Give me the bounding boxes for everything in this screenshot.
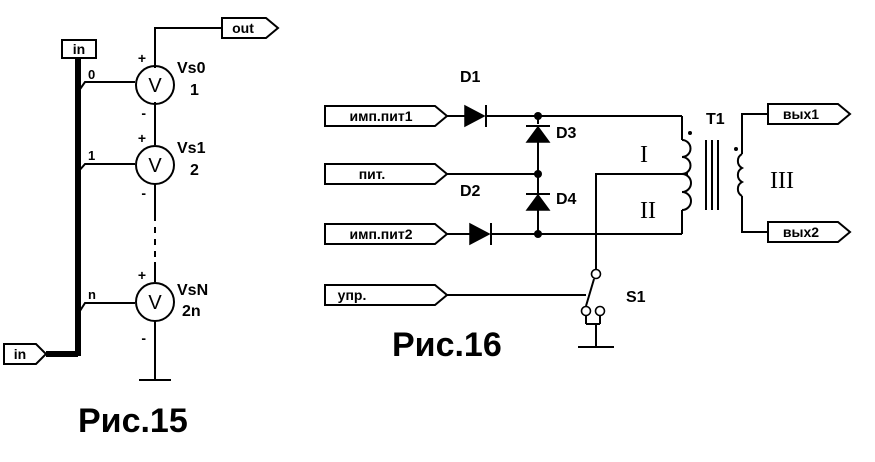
junction-bottom: [534, 230, 542, 238]
input-port-label: in: [14, 346, 26, 362]
diode-d4: D4: [525, 191, 577, 211]
diode-d3: D3: [525, 125, 577, 143]
figure-16-caption: Рис.16: [392, 326, 502, 364]
voltmeter-icon: V: [148, 75, 162, 97]
source-name: Vs1: [177, 140, 206, 157]
bus-label-text: in: [73, 41, 85, 57]
minus-sign: -: [141, 185, 146, 201]
plus-sign: +: [138, 50, 146, 66]
plus-sign: +: [138, 130, 146, 146]
diode-d1-label: D1: [460, 69, 481, 86]
voltmeter-icon: V: [148, 155, 162, 177]
port-pulse-supply-1-label: имп.пит1: [349, 108, 412, 124]
tap-1-label: 1: [88, 148, 95, 163]
port-supply-label: пит.: [359, 166, 386, 182]
source-name: VsN: [177, 282, 208, 299]
output-port-label: out: [232, 20, 254, 36]
port-out-1[interactable]: вых1: [767, 103, 852, 125]
diode-d2-label: D2: [460, 183, 481, 200]
diode-d3-label: D3: [556, 125, 577, 142]
tap-0-label: 0: [88, 67, 95, 82]
diode-d1: D1: [460, 69, 487, 128]
figure-15-caption: Рис.15: [78, 402, 188, 440]
plus-sign: +: [138, 267, 146, 283]
voltage-source-vs0: V + - Vs0 1: [135, 50, 206, 121]
minus-sign: -: [141, 105, 146, 121]
source-name: Vs0: [177, 60, 206, 77]
switch-label: S1: [626, 289, 646, 306]
tap-1: 1: [77, 148, 135, 173]
port-control[interactable]: упр.: [324, 284, 449, 306]
winding-3-label: III: [770, 168, 794, 194]
transformer-label: T1: [706, 111, 725, 128]
polarity-dot: [734, 147, 738, 151]
port-pulse-supply-2[interactable]: имп.пит2: [324, 223, 449, 245]
input-port[interactable]: in: [3, 343, 48, 365]
source-value: 1: [190, 82, 199, 99]
tap-0: 0: [77, 67, 135, 93]
bus-label: in: [61, 39, 97, 59]
winding-2-label: II: [640, 198, 656, 224]
port-out-1-label: вых1: [783, 106, 819, 122]
figure-15: in in out 0 1: [3, 17, 280, 440]
voltage-source-vsn: V + - VsN 2n: [135, 267, 208, 346]
tap-n: n: [77, 287, 135, 315]
wire-center-tap: [595, 173, 688, 270]
minus-sign: -: [141, 330, 146, 346]
diode-d4-label: D4: [556, 191, 577, 208]
wire-secondary-bottom: [741, 196, 768, 233]
output-port[interactable]: out: [221, 17, 280, 39]
polarity-dot: [688, 131, 692, 135]
tap-n-label: n: [88, 287, 96, 302]
switch-s1: S1: [447, 268, 646, 348]
output-wire: [154, 27, 222, 55]
port-out-2-label: вых2: [783, 224, 819, 240]
port-out-2[interactable]: вых2: [767, 221, 852, 243]
voltage-source-vs1: V + - Vs1 2: [135, 130, 206, 201]
port-supply[interactable]: пит.: [324, 163, 449, 185]
voltmeter-icon: V: [148, 292, 162, 314]
source-value: 2n: [182, 303, 201, 320]
port-control-label: упр.: [338, 287, 367, 303]
diode-d2: [469, 222, 492, 246]
wire-secondary-top: [741, 113, 768, 154]
port-pulse-supply-2-label: имп.пит2: [349, 226, 412, 242]
source-value: 2: [190, 162, 199, 179]
figure-16: имп.пит1 пит. имп.пит2 упр. вых1 вых2: [324, 69, 852, 364]
port-pulse-supply-1[interactable]: имп.пит1: [324, 105, 449, 127]
transformer-t1: T1 I II III: [640, 111, 794, 224]
winding-1-label: I: [640, 142, 648, 168]
